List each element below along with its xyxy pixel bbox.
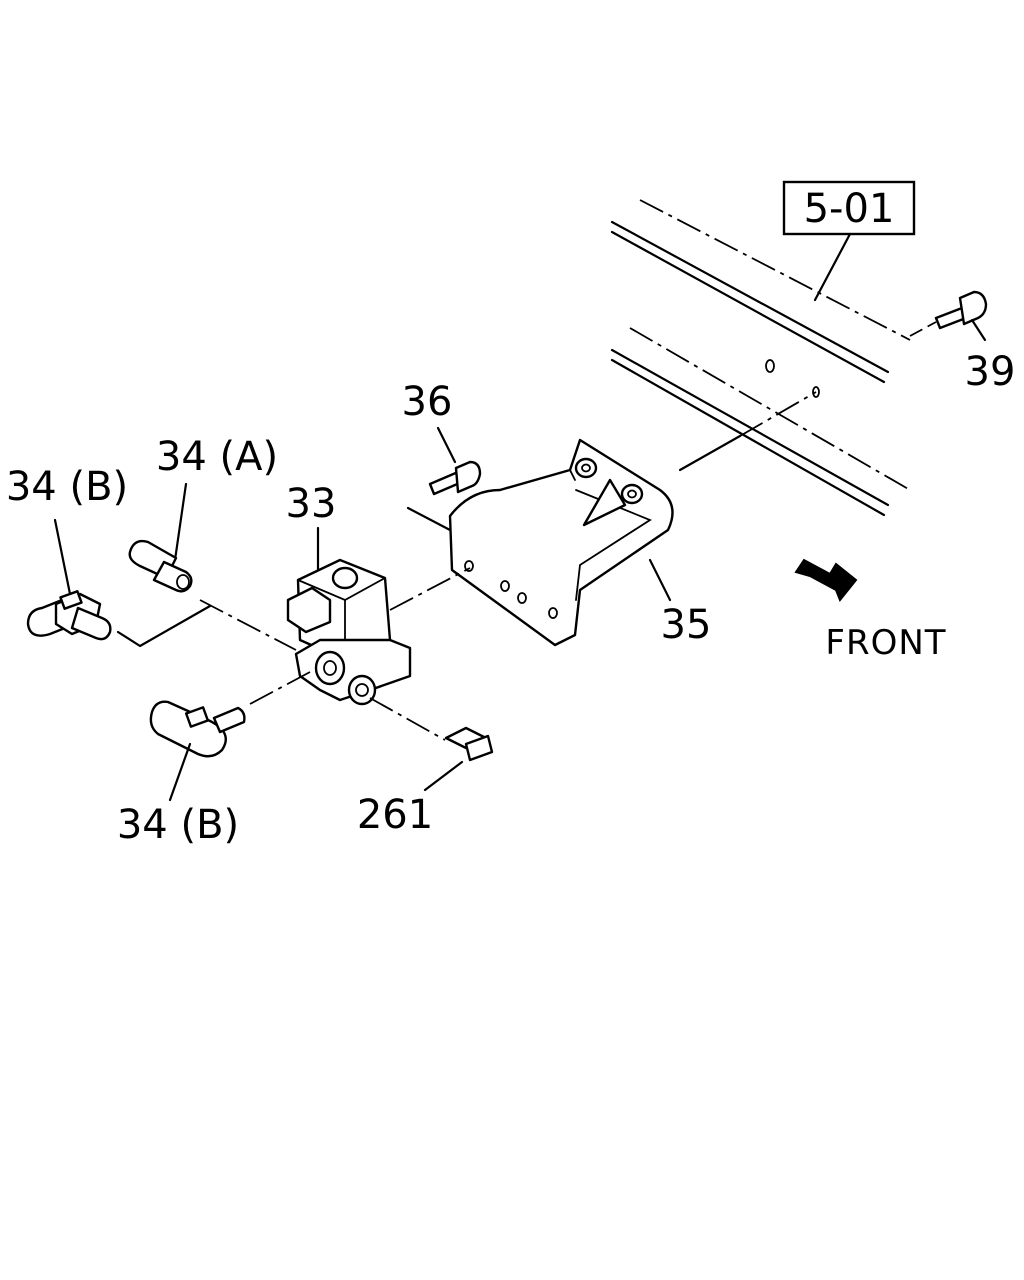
front-direction: FRONT <box>794 558 946 663</box>
label-261: 261 <box>357 792 433 838</box>
label-34b-bottom: 34 (B) <box>117 802 239 848</box>
frame-rail <box>610 199 911 517</box>
fitting-34b-tee: 34 (B) <box>6 464 212 648</box>
bracket-35: 35 <box>448 391 817 648</box>
label-36: 36 <box>402 379 453 425</box>
label-39: 39 <box>965 349 1016 395</box>
label-34a: 34 (A) <box>156 434 278 480</box>
reference-label: 5-01 <box>804 186 895 232</box>
reference-box: 5-01 <box>782 180 916 302</box>
front-arrow-icon <box>794 558 858 602</box>
label-34b-top: 34 (B) <box>6 464 128 510</box>
fitting-34a: 34 (A) <box>128 434 297 651</box>
bolt-39: 39 <box>909 290 1016 395</box>
label-35: 35 <box>661 602 712 648</box>
label-33: 33 <box>286 481 337 527</box>
front-label: FRONT <box>825 623 946 663</box>
solenoid-valve-33: 33 <box>286 481 471 706</box>
plug-261: 261 <box>357 697 494 838</box>
fitting-34b-elbow: 34 (B) <box>117 671 311 848</box>
